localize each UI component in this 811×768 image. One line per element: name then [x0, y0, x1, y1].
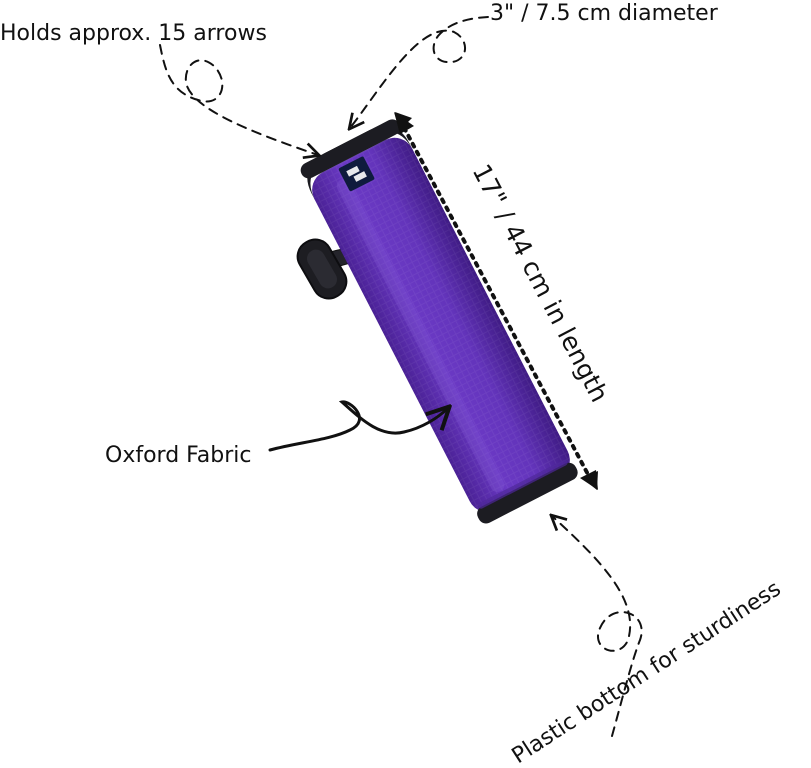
annotation-lines [159, 16, 643, 737]
diameter-pointer [350, 16, 489, 128]
length-dimension [394, 112, 598, 490]
diameter-label: 3" / 7.5 cm diameter [490, 1, 719, 26]
brand-tag [338, 156, 375, 192]
quiver-plastic-bottom [477, 462, 578, 524]
capacity-pointer [159, 44, 318, 155]
arrow-quiver [296, 119, 578, 524]
bottom-pointer [552, 516, 643, 737]
capacity-label: Holds approx. 15 arrows [0, 21, 267, 46]
fabric-pointer [268, 400, 448, 452]
fabric-label: Oxford Fabric [105, 443, 252, 468]
bottom-label: Plastic bottom for sturdiness [508, 576, 786, 768]
